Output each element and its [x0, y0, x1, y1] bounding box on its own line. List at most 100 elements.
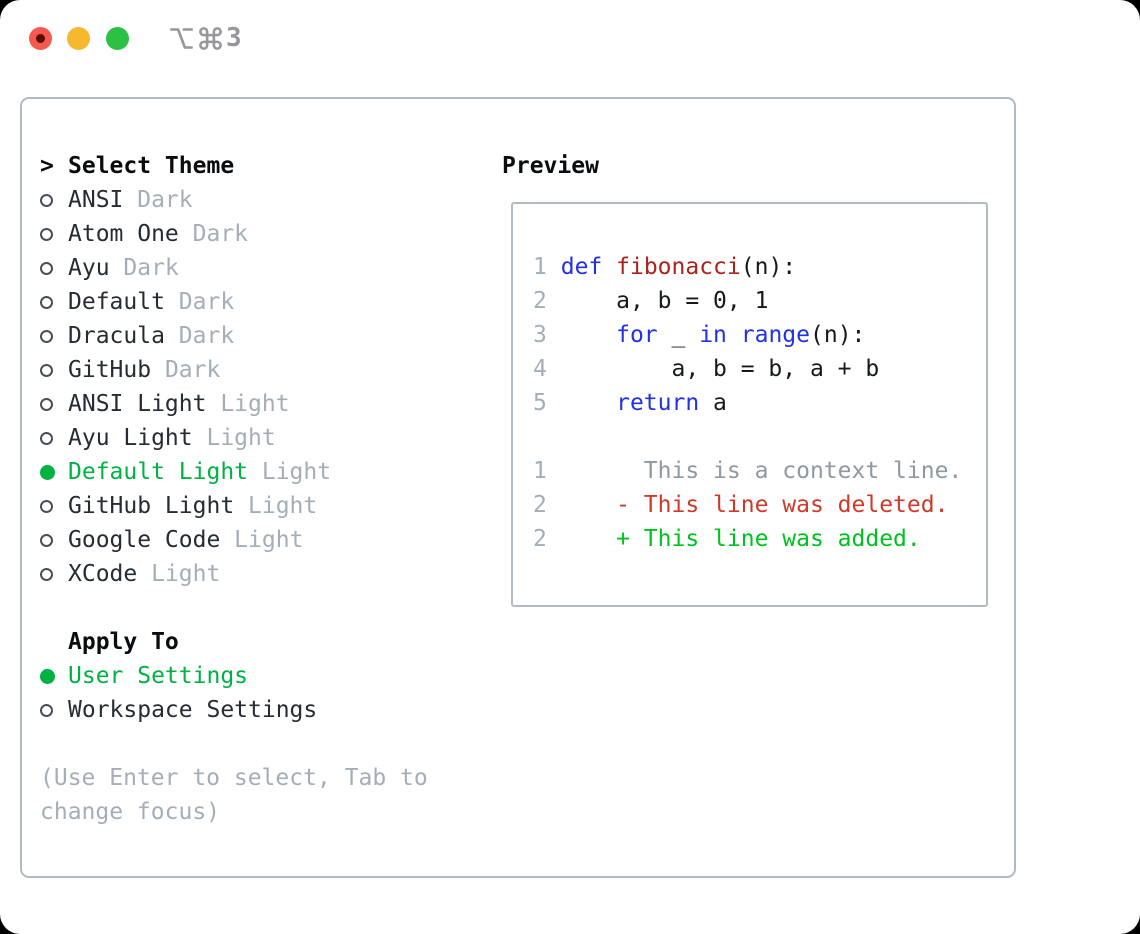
window-shortcut: 3 — [168, 24, 242, 52]
theme-name: Default — [68, 289, 165, 315]
minimize-button[interactable] — [67, 27, 90, 50]
theme-option-google-code[interactable]: Google Code Light — [40, 523, 428, 557]
token-plain: (n): — [740, 254, 797, 280]
theme-variant: Light — [220, 527, 304, 553]
code-line-2: 2 a, b = 0, 1 — [533, 284, 986, 318]
apply-option-workspace-settings[interactable]: Workspace Settings — [40, 693, 428, 727]
theme-option-xcode[interactable]: XCode Light — [40, 557, 428, 591]
token-ctx: This is a context line. — [546, 458, 963, 484]
token-num: 2 — [533, 288, 547, 314]
radio-icon — [40, 363, 53, 377]
radio-icon — [40, 567, 53, 581]
code-line-blank — [533, 420, 986, 454]
radio-icon — [40, 703, 53, 717]
apply-to-header: Apply To — [40, 625, 428, 659]
token-kw: return — [616, 390, 700, 416]
theme-name: Default Light — [68, 459, 249, 485]
shortcut-number: 3 — [226, 23, 242, 53]
theme-option-ayu-light[interactable]: Ayu Light Light — [40, 421, 428, 455]
radio-icon — [40, 193, 53, 207]
theme-option-github[interactable]: GitHub Dark — [40, 353, 428, 387]
titlebar: 3 — [0, 0, 1140, 60]
code-line-5: 5 return a — [533, 386, 986, 420]
token-kw: in — [699, 322, 727, 348]
theme-option-ansi[interactable]: ANSI Dark — [40, 183, 428, 217]
code-line-7: 1 This is a context line. — [533, 454, 986, 488]
token-fn: fibonacci — [616, 254, 741, 280]
apply-option-user-settings[interactable]: User Settings — [40, 659, 428, 693]
theme-variant: Dark — [164, 289, 235, 315]
token-plain: a — [699, 390, 727, 416]
token-plain — [547, 390, 616, 416]
apply-option-label: User Settings — [68, 663, 249, 689]
token-plain: _ — [657, 322, 700, 348]
theme-variant: Light — [137, 561, 221, 587]
theme-variant: Dark — [178, 221, 249, 247]
radio-icon — [40, 261, 53, 275]
token-plain: (n): — [810, 322, 866, 348]
radio-icon — [40, 329, 53, 343]
theme-variant: Dark — [164, 323, 235, 349]
apply-option-label: Workspace Settings — [68, 697, 318, 723]
apply-to-title: Apply To — [68, 629, 179, 655]
token-del: - This line was deleted. — [546, 492, 949, 518]
radio-selected-icon — [40, 668, 55, 684]
code-line-1: 1 def fibonacci(n): — [533, 250, 986, 284]
token-num: 5 — [533, 390, 547, 416]
theme-variant: Dark — [109, 255, 179, 281]
token-kw: for — [616, 322, 658, 348]
radio-icon — [40, 227, 53, 241]
preview-title: Preview — [502, 153, 599, 179]
token-num: 2 — [533, 526, 547, 552]
close-button[interactable] — [29, 27, 52, 50]
select-theme-title: Select Theme — [68, 153, 235, 179]
token-plain — [547, 322, 616, 348]
theme-option-default[interactable]: Default Dark — [40, 285, 428, 319]
spacer — [40, 591, 428, 625]
token-plain — [547, 254, 561, 280]
spacer — [40, 727, 428, 761]
theme-variant: Dark — [151, 357, 221, 383]
theme-variant: Dark — [123, 187, 193, 213]
token-num: 4 — [533, 356, 547, 382]
theme-option-atom-one[interactable]: Atom One Dark — [40, 217, 428, 251]
theme-option-default-light[interactable]: Default Light Light — [40, 455, 428, 489]
maximize-button[interactable] — [106, 27, 129, 50]
theme-name: Ayu Light — [68, 425, 193, 451]
token-plain: a, b = 0, 1 — [546, 288, 769, 314]
token-add: + This line was added. — [546, 526, 921, 552]
theme-name: Google Code — [68, 527, 221, 553]
theme-name: Dracula — [68, 323, 165, 349]
token-num: 2 — [533, 492, 547, 518]
token-plain — [727, 322, 741, 348]
theme-option-dracula[interactable]: Dracula Dark — [40, 319, 428, 353]
theme-variant: Light — [248, 459, 332, 485]
hint-line-2: change focus) — [40, 799, 221, 825]
theme-variant: Light — [234, 493, 318, 519]
theme-name: ANSI Light — [68, 391, 207, 417]
theme-name: Atom One — [68, 221, 179, 247]
theme-option-ansi-light[interactable]: ANSI Light Light — [40, 387, 428, 421]
list-cursor: > — [40, 153, 54, 179]
radio-icon — [40, 533, 53, 547]
radio-icon — [40, 295, 53, 309]
token-kw: def — [560, 254, 603, 280]
theme-option-github-light[interactable]: GitHub Light Light — [40, 489, 428, 523]
token-plain — [602, 254, 616, 280]
code-line-3: 3 for _ in range(n): — [533, 318, 986, 352]
token-kw: range — [740, 322, 811, 348]
radio-icon — [40, 499, 53, 513]
theme-option-ayu[interactable]: Ayu Dark — [40, 251, 428, 285]
hint-line-1: (Use Enter to select, Tab to — [40, 765, 428, 791]
token-plain: a, b = b, a + b — [546, 356, 880, 382]
theme-name: XCode — [68, 561, 138, 587]
code-line-9: 2 + This line was added. — [533, 522, 986, 556]
theme-name: GitHub — [68, 357, 152, 383]
theme-name: Ayu — [68, 255, 110, 281]
